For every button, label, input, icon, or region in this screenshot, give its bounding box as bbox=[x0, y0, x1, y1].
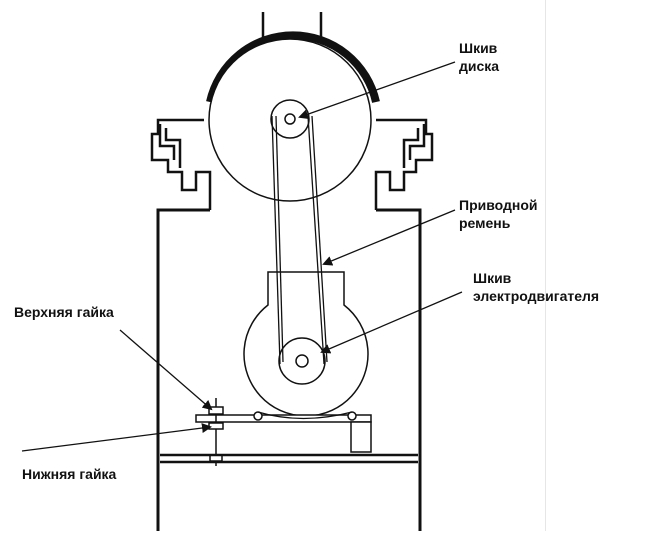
drive-belt bbox=[271, 115, 328, 365]
bottom-shelf bbox=[160, 453, 418, 464]
motor-pulley-hub bbox=[295, 354, 309, 368]
label-lower-nut: Нижняя гайка bbox=[22, 466, 117, 482]
arrow-drive-belt bbox=[322, 209, 456, 266]
label-disc-pulley: Шкив диска bbox=[459, 39, 499, 75]
blade-guard bbox=[206, 31, 380, 103]
arrow-upper-nut bbox=[119, 329, 213, 411]
arrow-motor-pulley bbox=[320, 291, 463, 354]
label-upper-nut: Верхняя гайка bbox=[14, 304, 114, 320]
label-disc-pulley-line1: Шкив bbox=[459, 40, 498, 56]
arrow-lower-nut bbox=[21, 423, 212, 452]
label-drive-belt-line2: ремень bbox=[459, 215, 511, 231]
cabinet bbox=[156, 208, 422, 531]
arrow-disc-pulley bbox=[298, 61, 456, 120]
label-motor-pulley-line1: Шкив bbox=[473, 270, 512, 286]
right-bracket bbox=[374, 118, 434, 210]
panel-divider bbox=[545, 0, 546, 531]
motor-mount-plate bbox=[195, 411, 372, 453]
label-drive-belt-line1: Приводной bbox=[459, 197, 538, 213]
label-disc-pulley-line2: диска bbox=[459, 58, 500, 74]
label-drive-belt: Приводной ремень bbox=[459, 196, 538, 232]
label-motor-pulley-line2: электродвигателя bbox=[473, 288, 600, 304]
label-motor-pulley: Шкив электродвигателя bbox=[473, 269, 599, 305]
leader-lines bbox=[21, 61, 463, 452]
disc-pulley-hub bbox=[284, 113, 296, 125]
top-shaft bbox=[261, 12, 323, 38]
left-bracket bbox=[150, 118, 212, 210]
